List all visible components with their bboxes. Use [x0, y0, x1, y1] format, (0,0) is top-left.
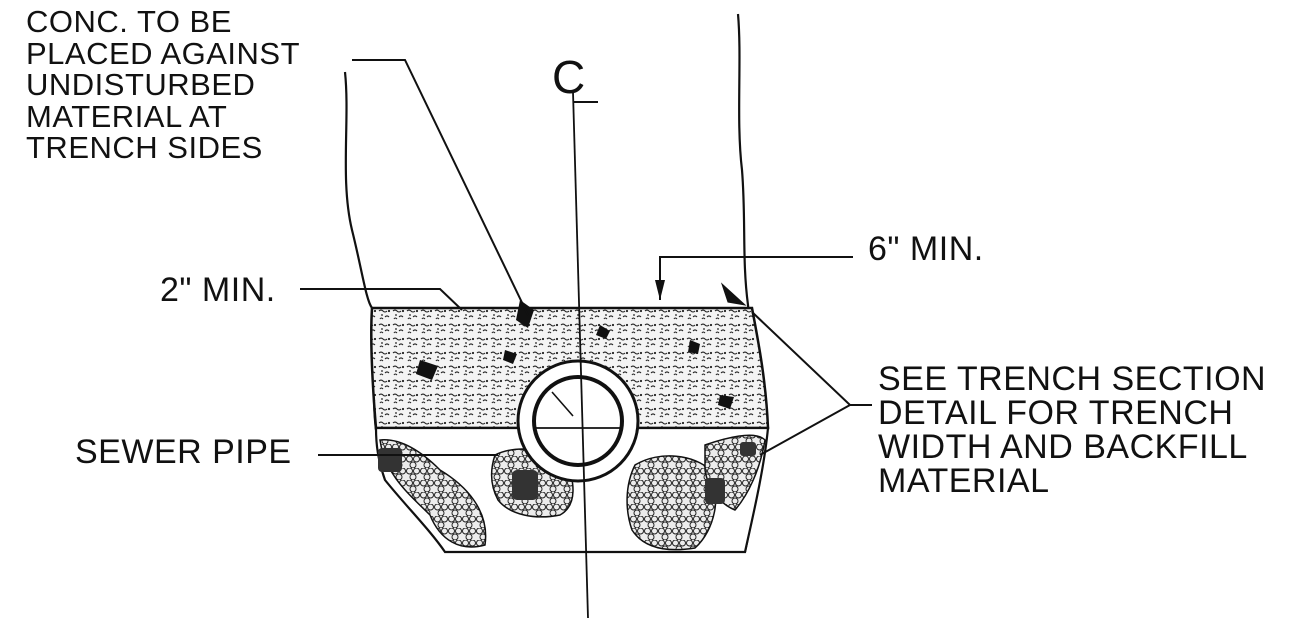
sewer-pipe-inner [532, 375, 624, 467]
centerline [572, 91, 589, 619]
leader-6in [659, 256, 853, 300]
trench-note-line-2: DETAIL FOR TRENCH [878, 394, 1234, 432]
trench-note-line-4: MATERIAL [878, 462, 1050, 500]
concrete-note-line-3: UNDISTURBED [26, 67, 256, 103]
concrete-note-line-2: PLACED AGAINST [26, 35, 301, 71]
leader-concrete-note [352, 59, 529, 316]
concrete-dark-spots [416, 300, 734, 409]
concrete-note-line-1: CONC. TO BE [26, 4, 232, 39]
leader-trench-note [751, 311, 872, 456]
concrete-note-line-4: MATERIAL AT [26, 98, 228, 134]
arrow-6in [655, 280, 665, 300]
arrow-6in-right [720, 282, 747, 306]
concrete-note-line-5: TRENCH SIDES [26, 130, 263, 166]
pipe-flow-arrow [551, 391, 574, 417]
trench-note-line-1: SEE TRENCH SECTION [878, 360, 1267, 398]
two-inch-min-label: 2" MIN. [160, 271, 276, 309]
concrete-placement-note: CONC. TO BE PLACED AGAINST UNDISTURBED M… [26, 6, 300, 164]
sewer-pipe-label: SEWER PIPE [75, 433, 292, 471]
leader-2in [300, 288, 463, 311]
six-inch-min-label: 6" MIN. [868, 230, 984, 268]
trench-note-line-3: WIDTH AND BACKFILL [878, 428, 1248, 466]
centerline-symbol: C [552, 51, 586, 103]
trench-detail-note: SEE TRENCH SECTION DETAIL FOR TRENCH WID… [878, 362, 1266, 498]
